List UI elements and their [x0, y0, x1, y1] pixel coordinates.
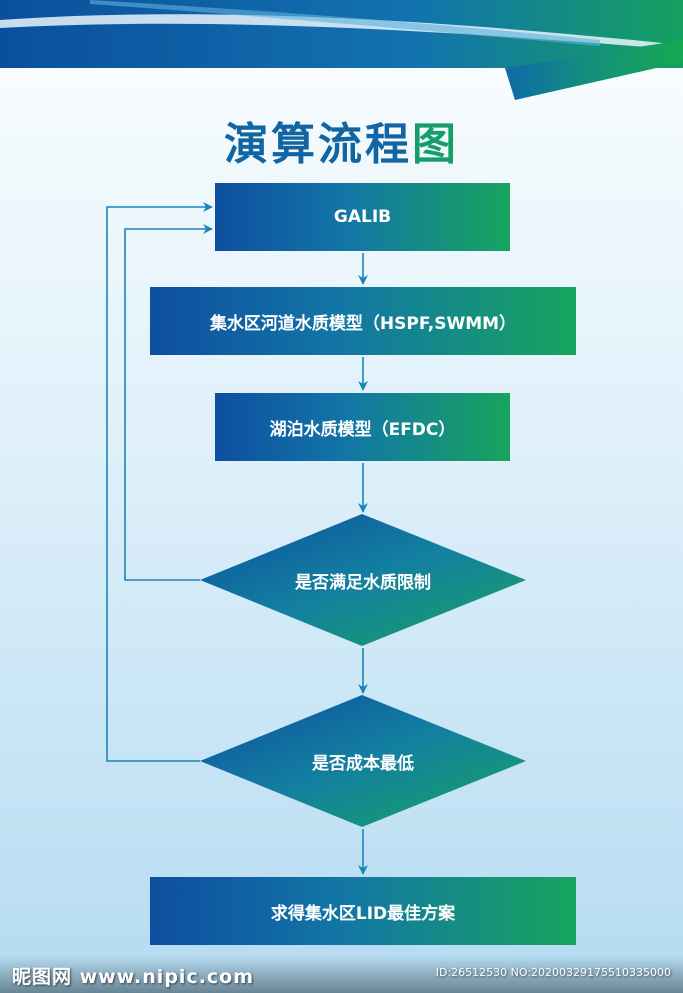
banner-green-wedge: [505, 40, 683, 100]
process-label-galib: GALIB: [333, 207, 392, 227]
decision-diamond-quality: [200, 514, 526, 646]
watermark-logo: 昵图网 www.nipic.com: [12, 966, 255, 988]
process-box-result: 求得集水区LID最佳方案: [150, 877, 576, 945]
loop-quality-to-galib: [124, 224, 213, 581]
decision-diamond-cost: [200, 695, 526, 827]
decision-label-cost: 是否成本最低: [312, 754, 414, 774]
process-box-lake-model: 湖泊水质模型（EFDC）: [215, 393, 510, 461]
footer-bar: [0, 955, 683, 993]
loop-cost-to-galib: [106, 202, 213, 762]
title-accent: 图: [412, 119, 459, 170]
watermark-id: ID:26512530 NO:20200329175510335000: [435, 966, 671, 979]
decision-label-quality: 是否满足水质限制: [295, 573, 431, 593]
banner-white-swoosh: [0, 14, 683, 50]
process-label-catchment-model: 集水区河道水质模型（HSPF,SWMM）: [209, 313, 517, 334]
header-banner: [0, 0, 683, 100]
process-label-lake-model: 湖泊水质模型（EFDC）: [269, 419, 456, 440]
process-box-catchment-model: 集水区河道水质模型（HSPF,SWMM）: [150, 287, 576, 355]
process-label-result: 求得集水区LID最佳方案: [270, 903, 456, 924]
process-box-galib: GALIB: [215, 183, 510, 251]
title-main: 演算流程: [224, 119, 412, 170]
page-title: 演算流程图: [0, 108, 683, 172]
banner-light-swoosh: [90, 0, 600, 46]
